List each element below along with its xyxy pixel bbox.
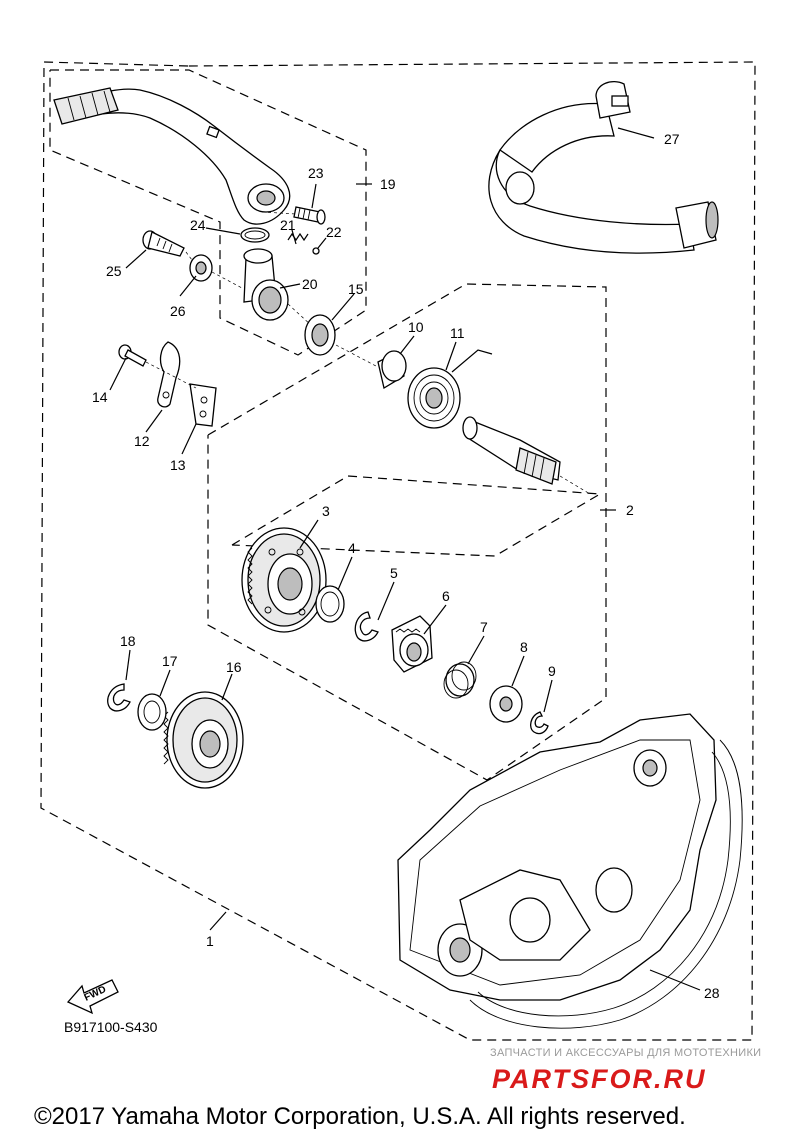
idle-gear-group [107, 683, 244, 789]
crankcase-cover [397, 713, 743, 1029]
kick-gear [241, 527, 327, 633]
part-number-18: 18 [120, 633, 136, 649]
part-number-20: 20 [302, 276, 318, 292]
part-number-8: 8 [520, 639, 528, 655]
part-number-23: 23 [308, 165, 324, 181]
part-number-19: 19 [380, 176, 396, 192]
part-number-7: 7 [480, 619, 488, 635]
kick-crank [53, 87, 291, 225]
part-labels: 1 2 3 4 5 6 7 8 9 10 11 12 13 14 15 16 1… [92, 131, 720, 1001]
ratchet-group [315, 585, 549, 735]
leader-lines [109, 127, 701, 991]
diagram-code: B917100-S430 [64, 1019, 158, 1035]
part-number-26: 26 [170, 303, 186, 319]
kick-boss [243, 248, 313, 327]
part-number-16: 16 [226, 659, 242, 675]
part-number-22: 22 [326, 224, 342, 240]
part-number-4: 4 [348, 540, 356, 556]
part-number-15: 15 [348, 281, 364, 297]
part-number-5: 5 [390, 565, 398, 581]
copyright-notice: ©2017 Yamaha Motor Corporation, U.S.A. A… [34, 1103, 686, 1130]
pivot-bolt [142, 230, 243, 289]
part-number-21: 21 [280, 217, 296, 233]
part-number-28: 28 [704, 985, 720, 1001]
watermark-brand: PARTSFOR.RU [492, 1064, 707, 1094]
part-number-2: 2 [626, 502, 634, 518]
part-number-13: 13 [170, 457, 186, 473]
watermark: ЗАПЧАСТИ И АКСЕССУАРЫ ДЛЯ МОТОТЕХНИКИ PA… [490, 1047, 761, 1094]
stopper-plate-group [118, 341, 217, 427]
part-number-27: 27 [664, 131, 680, 147]
part-number-1: 1 [206, 933, 214, 949]
watermark-tagline: ЗАПЧАСТИ И АКСЕССУАРЫ ДЛЯ МОТОТЕХНИКИ [490, 1047, 761, 1059]
part-number-12: 12 [134, 433, 150, 449]
part-number-6: 6 [442, 588, 450, 604]
part-number-9: 9 [548, 663, 556, 679]
kick-shaft-group [304, 314, 591, 495]
part-number-24: 24 [190, 217, 206, 233]
part-number-17: 17 [162, 653, 178, 669]
part-number-10: 10 [408, 319, 424, 335]
assembly-outline [40, 61, 756, 1041]
part-number-11: 11 [450, 325, 465, 341]
kick-small-parts [240, 206, 326, 255]
part-number-25: 25 [106, 263, 122, 279]
fwd-arrow-icon: FWD [66, 979, 119, 1015]
part-number-14: 14 [92, 389, 108, 405]
part-number-3: 3 [322, 503, 330, 519]
breather-hose [488, 81, 719, 254]
